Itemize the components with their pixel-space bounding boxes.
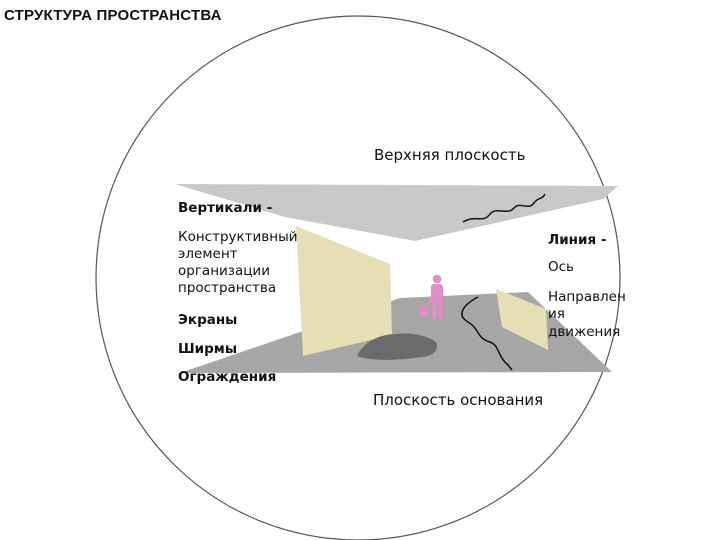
screen-right	[496, 289, 548, 350]
partitions-label: Ширмы	[178, 341, 238, 357]
verticals-desc-line-4: пространства	[178, 280, 277, 296]
verticals-desc-line-3: организации	[178, 263, 270, 279]
floor-stain	[357, 333, 438, 360]
screens-label: Экраны	[178, 312, 238, 328]
direction-line-1: Направлен	[548, 289, 626, 305]
movement-line	[461, 296, 513, 371]
fences-label: Ограждения	[178, 369, 277, 385]
base-plane-label: Плоскость основания	[373, 391, 544, 409]
verticals-desc-line-2: элемент	[178, 246, 238, 262]
axis-label: Ось	[548, 259, 575, 275]
human-figure	[419, 274, 443, 319]
ceiling-line	[462, 193, 546, 223]
verticals-heading: Вертикали -	[178, 200, 273, 216]
top-plane-label: Верхняя плоскость	[374, 146, 526, 164]
direction-line-3: движения	[548, 324, 621, 340]
page-title: СТРУКТУРА ПРОСТРАНСТВА	[4, 7, 222, 24]
top-plane	[175, 184, 618, 241]
screen-left	[296, 226, 392, 356]
line-heading: Линия -	[548, 232, 607, 248]
verticals-desc-line-1: Конструктивный	[178, 229, 298, 245]
direction-line-2: ия	[548, 306, 565, 322]
frame-circle	[95, 15, 621, 540]
